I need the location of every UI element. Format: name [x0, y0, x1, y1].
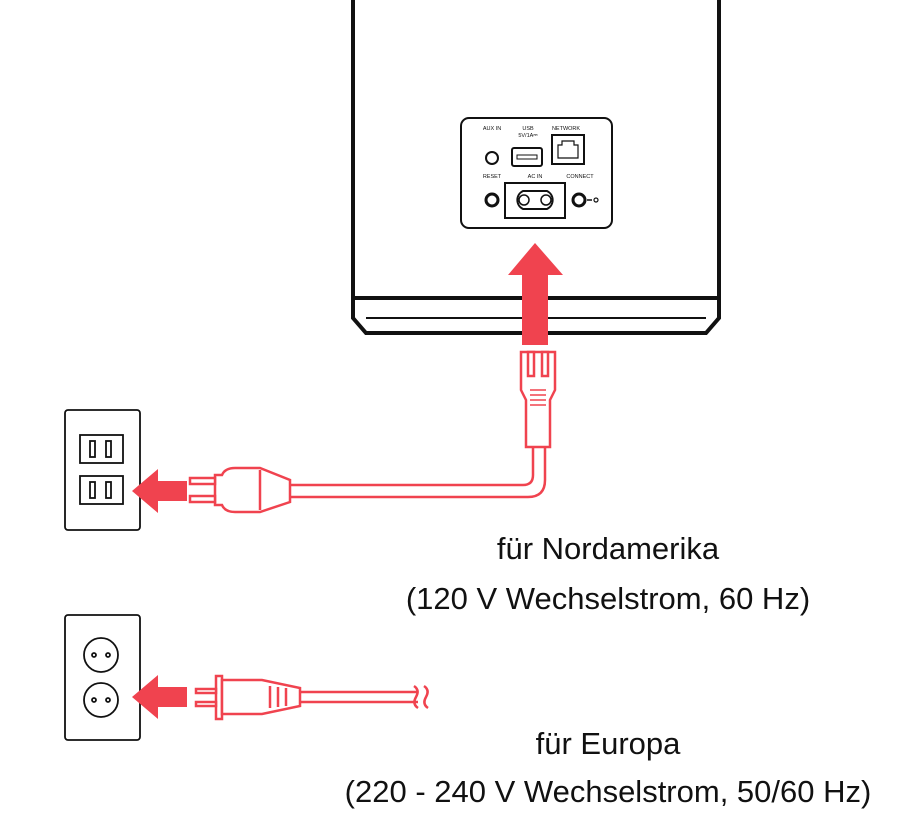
arrow-left-icon — [132, 675, 187, 719]
c7-plug — [519, 350, 557, 449]
reset-label: RESET — [483, 174, 502, 180]
power-cord-europe — [300, 684, 429, 710]
europe-title: für Europa — [535, 726, 681, 761]
arrow-up-icon — [508, 243, 563, 345]
aux-in-label: AUX IN — [483, 126, 501, 132]
eu-plug — [194, 674, 302, 721]
network-label: NETWORK — [552, 126, 580, 132]
aux-in-jack-icon — [485, 151, 499, 165]
usb-port-icon — [511, 147, 543, 167]
ac-in-label: AC IN — [528, 174, 543, 180]
arrow-left-icon — [132, 469, 187, 513]
usb-label: USB — [522, 126, 534, 132]
us-plug — [188, 466, 292, 514]
north-america-title: für Nordamerika — [496, 531, 720, 566]
power-cord-north-america — [290, 447, 547, 499]
connect-button-icon — [571, 192, 587, 208]
usb-rating-label: 5V/1A⎓ — [518, 133, 538, 139]
reset-button-icon — [484, 192, 500, 208]
network-port-icon — [551, 134, 585, 165]
connect-led-icon — [593, 197, 599, 203]
connect-label: CONNECT — [566, 174, 594, 180]
us-wall-outlet — [64, 409, 141, 531]
rear-panel: AUX IN USB 5V/1A⎓ NETWORK RESET AC IN CO… — [460, 117, 613, 229]
north-america-spec: (120 V Wechselstrom, 60 Hz) — [405, 581, 811, 616]
eu-wall-outlet — [64, 614, 141, 741]
europe-spec: (220 - 240 V Wechselstrom, 50/60 Hz) — [344, 774, 872, 809]
ac-in-socket — [504, 182, 566, 219]
